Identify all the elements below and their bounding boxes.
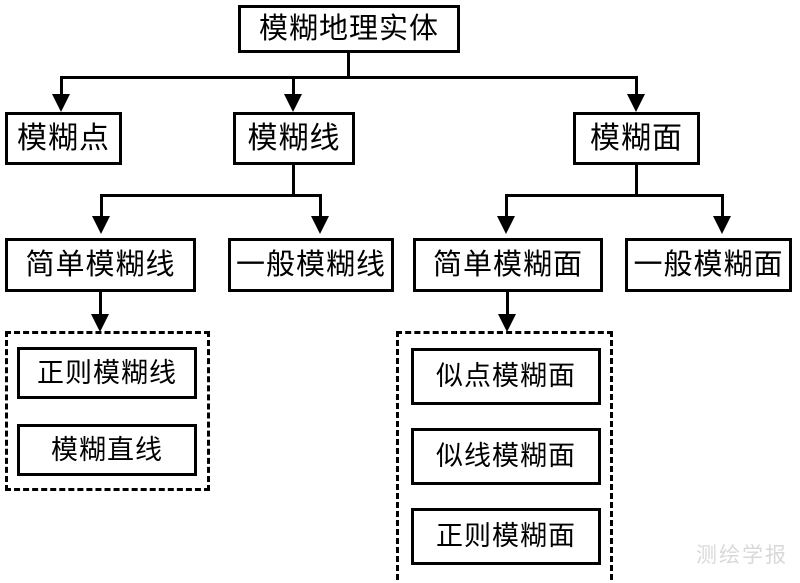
connector-line-to-general-line <box>319 194 322 218</box>
connector-root-to-line <box>292 76 295 96</box>
node-fuzzy-point[interactable]: 模糊点 <box>5 112 122 165</box>
arrowhead-simple-area-to-group <box>498 314 516 332</box>
connector-line-stem <box>292 165 295 197</box>
connector-area-stem <box>635 165 638 197</box>
arrowhead-root-to-line <box>284 94 302 112</box>
arrowhead-root-to-point <box>52 94 70 112</box>
node-label: 模糊线 <box>247 121 341 155</box>
connector-area-to-simple-area <box>505 194 508 218</box>
connector-area-bus <box>505 194 724 197</box>
watermark-journal-name: 测绘学报 <box>696 544 788 567</box>
connector-line-bus <box>100 194 322 197</box>
node-label: 一般模糊线 <box>235 248 386 281</box>
arrowhead-simple-line-to-group <box>91 314 109 332</box>
node-pointlike-fuzzy-area[interactable]: 似点模糊面 <box>411 348 601 405</box>
node-fuzzy-line[interactable]: 模糊线 <box>233 112 355 165</box>
connector-area-to-general-area <box>721 194 724 218</box>
group-container-fuzzy-area <box>396 331 613 583</box>
connector-root-to-area <box>635 76 638 96</box>
connector-root-bus <box>60 76 638 79</box>
arrowhead-root-to-area <box>627 94 645 112</box>
connector-root-to-point <box>60 76 63 96</box>
connector-root-stem <box>347 53 350 78</box>
node-label: 似线模糊面 <box>436 441 576 471</box>
group-container-fuzzy-line <box>5 331 210 491</box>
node-root-fuzzy-geographic-entity[interactable]: 模糊地理实体 <box>238 5 460 53</box>
connector-simple-line-to-group <box>99 292 102 316</box>
node-fuzzy-straight-line[interactable]: 模糊直线 <box>17 424 197 476</box>
arrowhead-area-to-simple-area <box>497 216 515 234</box>
node-regular-fuzzy-line[interactable]: 正则模糊线 <box>17 347 197 399</box>
node-simple-fuzzy-area[interactable]: 简单模糊面 <box>413 238 603 292</box>
node-general-fuzzy-area[interactable]: 一般模糊面 <box>625 238 792 292</box>
node-label: 正则模糊面 <box>436 521 576 551</box>
node-label: 模糊直线 <box>51 434 163 465</box>
connector-line-to-simple-line <box>100 194 103 218</box>
node-label: 似点模糊面 <box>436 361 576 391</box>
node-label: 模糊面 <box>590 121 683 155</box>
node-general-fuzzy-line[interactable]: 一般模糊线 <box>228 238 394 292</box>
node-label: 模糊点 <box>17 121 110 155</box>
arrowhead-area-to-general-area <box>713 216 731 234</box>
node-linelike-fuzzy-area[interactable]: 似线模糊面 <box>411 428 601 485</box>
node-fuzzy-area[interactable]: 模糊面 <box>573 112 700 165</box>
node-label: 模糊地理实体 <box>258 12 439 45</box>
node-label: 简单模糊线 <box>25 248 176 281</box>
arrowhead-line-to-general-line <box>311 216 329 234</box>
node-label: 正则模糊线 <box>37 357 177 388</box>
node-label: 一般模糊面 <box>633 248 784 281</box>
arrowhead-line-to-simple-line <box>92 216 110 234</box>
connector-simple-area-to-group <box>506 292 509 316</box>
node-label: 简单模糊面 <box>432 248 583 281</box>
node-simple-fuzzy-line[interactable]: 简单模糊线 <box>5 238 196 292</box>
node-regular-fuzzy-area[interactable]: 正则模糊面 <box>411 508 601 565</box>
